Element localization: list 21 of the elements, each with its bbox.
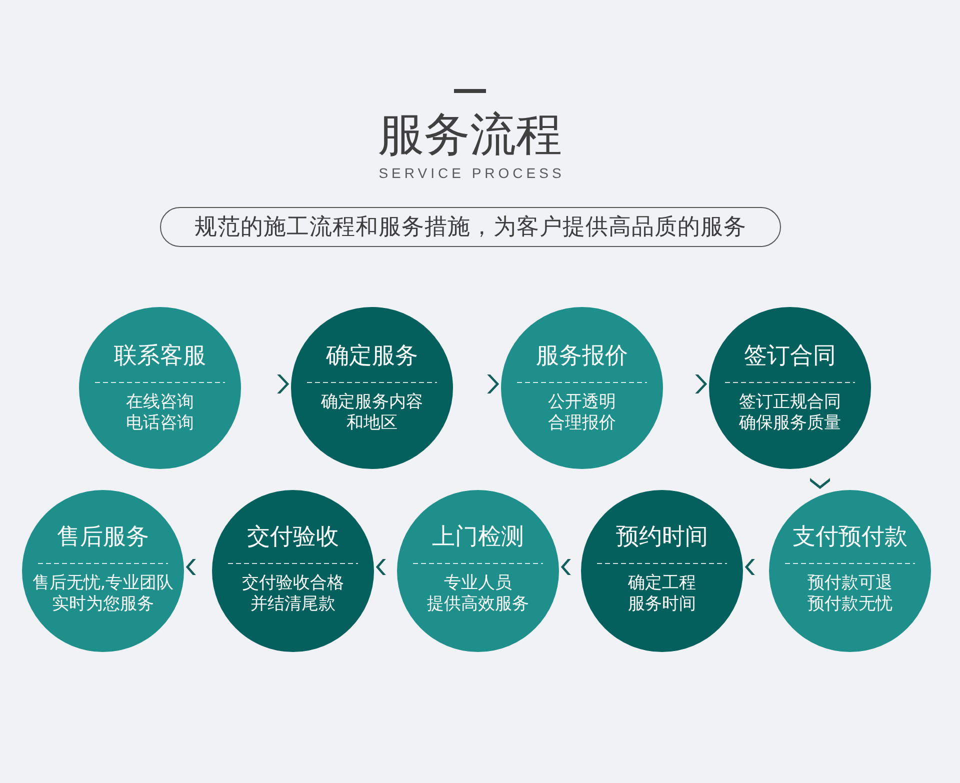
- step-description: 预付款可退预付款无忧: [808, 573, 892, 615]
- step-description: 售后无忧,专业团队实时为您服务: [32, 573, 174, 615]
- step-title: 联系客服: [114, 342, 206, 370]
- step-title: 确定服务: [326, 342, 418, 370]
- step-title: 上门检测: [432, 523, 524, 551]
- step-description: 签订正规合同确保服务质量: [739, 392, 841, 434]
- title: 服务流程: [378, 107, 562, 161]
- slogan-banner: 规范的施工流程和服务措施，为客户提供高品质的服务: [160, 207, 781, 247]
- step-title: 签订合同: [744, 342, 836, 370]
- step-description: 公开透明合理报价: [548, 392, 616, 434]
- subtitle: SERVICE PROCESS: [378, 165, 565, 182]
- step-title: 预约时间: [616, 523, 708, 551]
- step-description: 在线咨询电话咨询: [126, 392, 194, 434]
- step-title: 支付预付款: [792, 523, 908, 551]
- step-title: 售后服务: [57, 523, 149, 551]
- step-description: 确定工程服务时间: [628, 573, 696, 615]
- step-title: 服务报价: [536, 342, 628, 370]
- step-title: 交付验收: [247, 523, 339, 551]
- step-description: 专业人员提供高效服务: [427, 573, 529, 615]
- step-description: 确定服务内容和地区: [321, 392, 423, 434]
- step-description: 交付验收合格并结清尾款: [242, 573, 344, 615]
